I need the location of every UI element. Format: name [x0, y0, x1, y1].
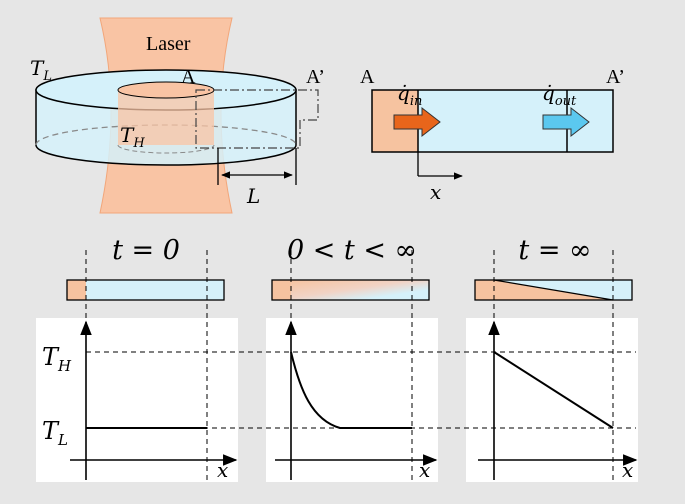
q-in-arrow [393, 106, 441, 138]
x-label-steady: x [622, 458, 633, 482]
laser-label: Laser [146, 33, 191, 55]
plot-panel-t0 [36, 318, 238, 482]
axis-tl-label: TL [42, 417, 68, 449]
q-in-label: q̇in [397, 81, 422, 109]
th-label: TH [120, 123, 145, 151]
plot-panel-steady [466, 318, 638, 482]
x-label-transient: x [419, 458, 430, 482]
x-label-t0: x [217, 458, 228, 482]
panel-title-transient: 0 < t < ∞ [287, 235, 417, 266]
axes [70, 320, 638, 480]
section-a-label: A [360, 66, 375, 88]
strip-steady [474, 279, 633, 301]
point-a-prime-label: A’ [306, 66, 325, 88]
plot-panel-transient [266, 318, 438, 482]
disc-illustration: Laser TL TH A A’ L [30, 17, 325, 214]
panel-title-t0: t = 0 [112, 235, 180, 266]
profile-transient [290, 351, 412, 429]
tl-label: TL [30, 56, 52, 84]
section-a-prime-label: A’ [606, 66, 625, 88]
length-label: L [246, 184, 260, 208]
strip-transient [271, 279, 430, 301]
q-out-arrow [542, 106, 590, 138]
section-illustration: A A’ q̇in q̇out x [360, 66, 625, 204]
q-out-label: q̇out [542, 81, 577, 109]
point-a-label: A [181, 66, 196, 88]
panel-title-steady: t = ∞ [518, 235, 591, 266]
strip-t0 [66, 279, 225, 301]
profile-steady [493, 351, 614, 429]
section-x-label: x [430, 180, 441, 204]
axis-th-label: TH [42, 343, 72, 375]
